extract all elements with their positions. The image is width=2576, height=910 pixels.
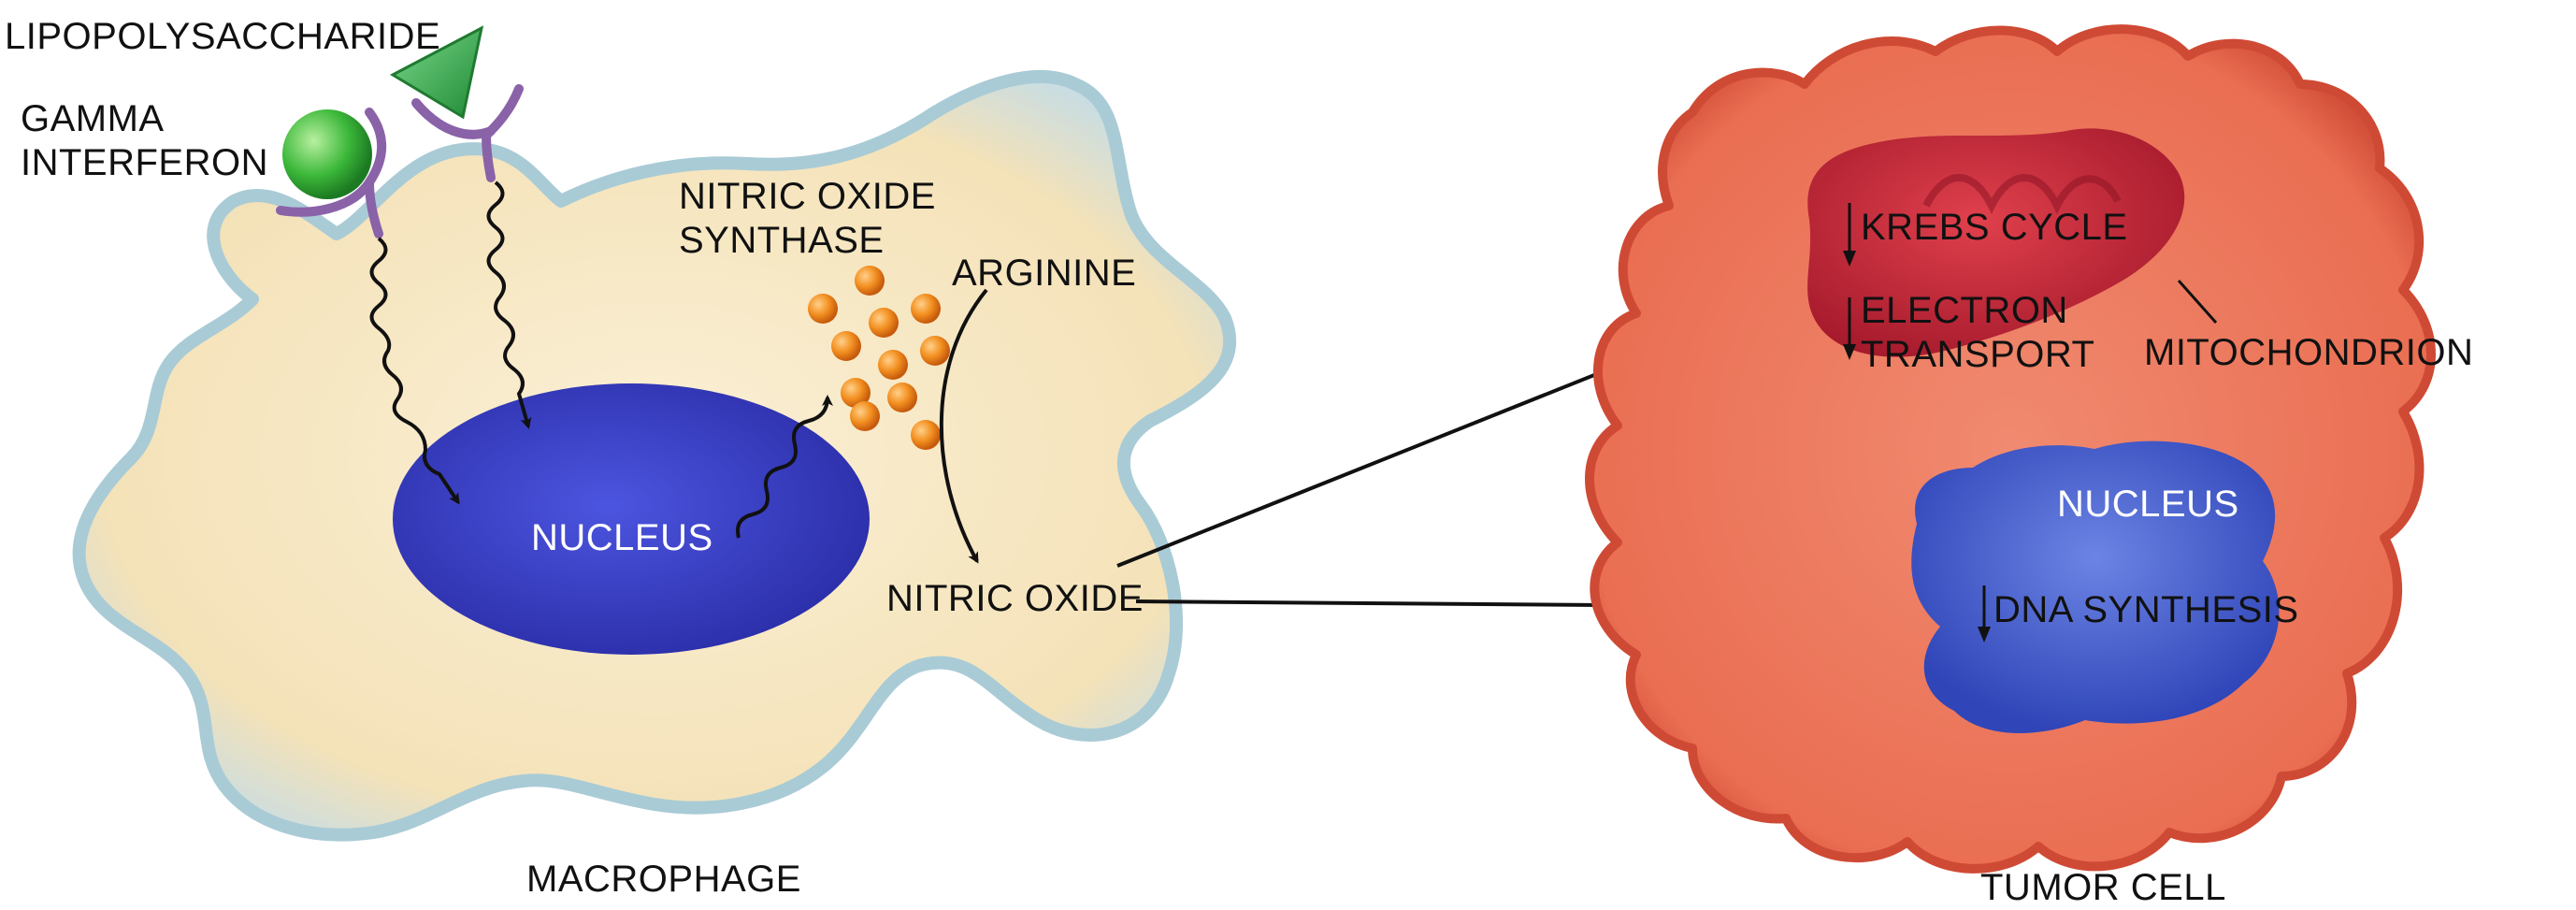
label-dna-synthesis: DNA SYNTHESIS xyxy=(1993,589,2299,630)
gamma-interferon-icon xyxy=(282,109,372,199)
label-nitric-oxide: NITRIC OXIDE xyxy=(886,578,1144,619)
label-tumor-nucleus: NUCLEUS xyxy=(2057,484,2239,525)
label-interferon: INTERFERON xyxy=(21,142,268,183)
label-macrophage-nucleus: NUCLEUS xyxy=(531,517,713,558)
label-nos-line1: NITRIC OXIDE xyxy=(679,176,936,217)
label-electron: ELECTRON xyxy=(1861,290,2068,331)
label-transport: TRANSPORT xyxy=(1861,334,2094,375)
label-arginine: ARGININE xyxy=(952,253,1136,294)
label-tumor-cell: TUMOR CELL xyxy=(1980,867,2226,908)
label-nos-line2: SYNTHASE xyxy=(679,220,885,261)
label-lipopolysaccharide: LIPOPOLYSACCHARIDE xyxy=(5,16,440,57)
label-krebs-cycle: KREBS CYCLE xyxy=(1861,207,2128,248)
label-gamma: GAMMA xyxy=(21,98,165,139)
label-mitochondrion: MITOCHONDRION xyxy=(2144,332,2473,373)
label-macrophage: MACROPHAGE xyxy=(526,859,801,900)
